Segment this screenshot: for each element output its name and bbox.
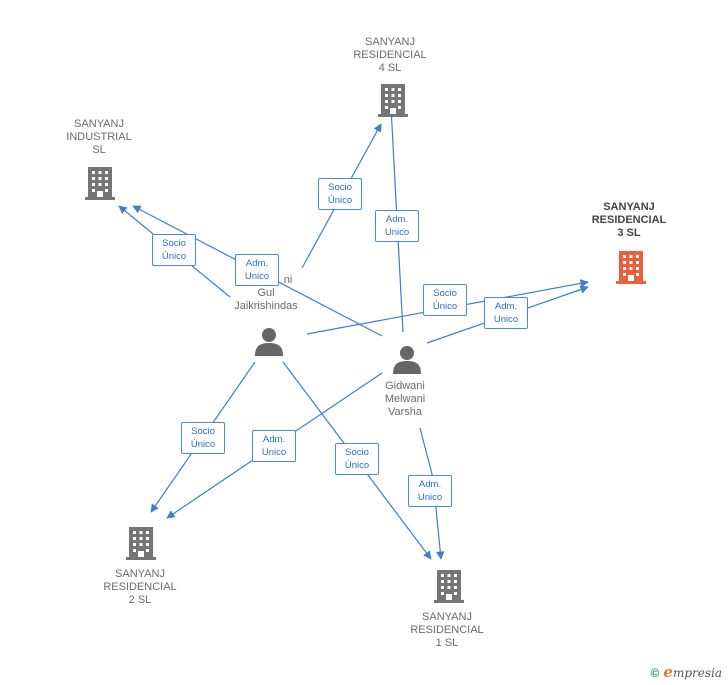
label-line: ni <box>283 274 293 286</box>
relation-text: Socio <box>345 447 369 458</box>
label-line: RESIDENCIAL <box>591 214 667 226</box>
building-icon <box>378 84 408 117</box>
relation-label-gul-r3: Socio Único <box>423 284 467 316</box>
relation-label-varsha-ind: Adm. Unico <box>235 254 279 286</box>
building-icon <box>126 527 156 560</box>
relation-label-gul-r4: Socio Único <box>318 178 362 210</box>
relation-text: Adm. <box>494 301 518 312</box>
relation-label-gul-r2: Socio Único <box>181 422 225 454</box>
label-line: INDUSTRIAL <box>66 131 132 143</box>
building-icon <box>85 167 115 200</box>
person-icon <box>255 328 283 356</box>
relation-label-varsha-r4: Adm. Unico <box>375 210 419 242</box>
relation-text: Unico <box>384 227 410 238</box>
relation-text: Socio <box>191 426 215 437</box>
company-label-r2[interactable]: SANYANJ RESIDENCIAL 2 SL <box>80 568 200 607</box>
label-line: SANYANJ <box>603 201 655 213</box>
label-line: 1 SL <box>435 637 459 649</box>
copyright-symbol: © <box>650 666 660 680</box>
building-icon <box>616 251 646 284</box>
relation-text: Unico <box>244 271 270 282</box>
company-label-r3[interactable]: SANYANJ RESIDENCIAL 3 SL <box>569 201 689 240</box>
relation-text: Único <box>344 460 370 471</box>
relation-text: Único <box>161 251 187 262</box>
relation-text: Único <box>432 301 458 312</box>
label-line: Varsha <box>387 406 423 418</box>
relation-text: Unico <box>261 447 287 458</box>
label-line: 2 SL <box>128 594 152 606</box>
label-line: RESIDENCIAL <box>353 49 427 61</box>
relation-label-varsha-r1: Adm. Unico <box>408 475 452 507</box>
relation-text: Socio <box>433 288 457 299</box>
label-line: SANYANJ <box>422 611 472 623</box>
relation-label-gul-ind: Socio Único <box>152 234 196 266</box>
relation-label-gul-r1: Socio Único <box>335 443 379 475</box>
relation-text: Único <box>327 195 353 206</box>
brand-initial: e <box>663 663 673 681</box>
copyright-notice[interactable]: ©empresia <box>651 663 722 681</box>
relation-text: Socio <box>162 238 186 249</box>
relation-text: Adm. <box>262 434 286 445</box>
person-label-gul[interactable]: ni Gul Jaikrishindas <box>206 274 326 313</box>
label-line: RESIDENCIAL <box>103 581 177 593</box>
relation-label-varsha-r3: Adm. Unico <box>484 297 528 329</box>
building-icon <box>434 570 464 603</box>
company-label-r1[interactable]: SANYANJ RESIDENCIAL 1 SL <box>387 611 507 650</box>
relation-text: Socio <box>328 182 352 193</box>
label-line: SL <box>92 144 106 156</box>
person-icon <box>393 346 421 374</box>
company-label-r4[interactable]: SANYANJ RESIDENCIAL 4 SL <box>330 36 450 75</box>
relation-text: Adm. <box>418 479 442 490</box>
relation-text: Adm. <box>385 214 409 225</box>
relation-text: Adm. <box>245 258 269 269</box>
relation-text: Unico <box>417 492 443 503</box>
label-line: Gidwani <box>385 380 425 392</box>
label-line: 3 SL <box>617 227 641 239</box>
label-line: SANYANJ <box>365 36 415 48</box>
label-line: RESIDENCIAL <box>410 624 484 636</box>
relation-label-varsha-r2: Adm. Unico <box>252 430 296 462</box>
brand-name: mpresia <box>672 666 722 680</box>
person-label-varsha[interactable]: Gidwani Melwani Varsha <box>345 380 465 419</box>
company-label-industrial[interactable]: SANYANJ INDUSTRIAL SL <box>39 118 159 157</box>
label-line: SANYANJ <box>74 118 124 130</box>
relation-text: Único <box>190 439 216 450</box>
label-line: Jaikrishindas <box>234 300 298 312</box>
relation-text: Unico <box>493 314 519 325</box>
label-line: Melwani <box>384 393 426 405</box>
label-line: SANYANJ <box>115 568 165 580</box>
brand-logo: empresia <box>663 663 722 681</box>
label-line: Gul <box>257 287 275 299</box>
label-line: 4 SL <box>378 62 402 74</box>
